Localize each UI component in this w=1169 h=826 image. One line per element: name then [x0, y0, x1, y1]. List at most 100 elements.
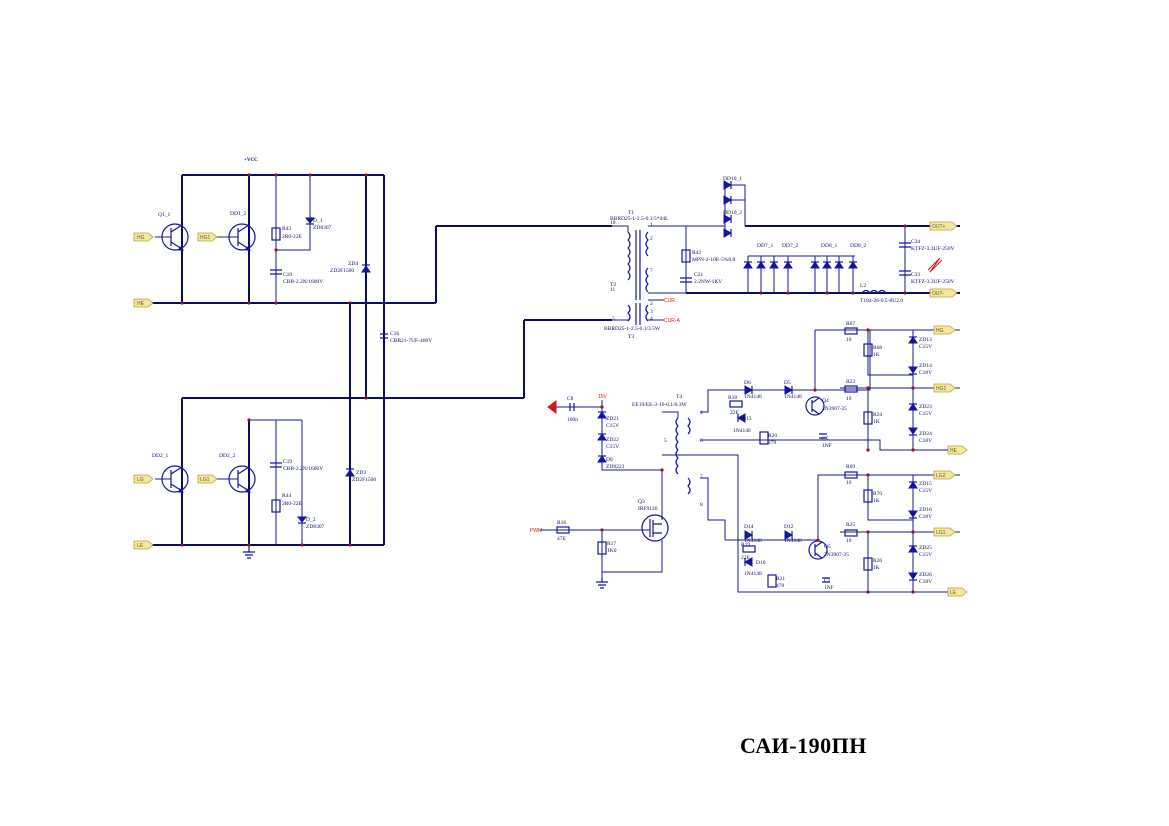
label-r17-value: 1K0 [607, 548, 617, 554]
label-d12: D12 [784, 524, 794, 530]
label-zd15-value: C15V [919, 488, 932, 494]
gate-driver [540, 400, 691, 589]
label-r26-value: 1K [873, 565, 880, 571]
label-t3: T3 [628, 334, 634, 340]
label-d1-value: ZD8307 [313, 225, 332, 231]
label-zd3: ZD3 [356, 470, 366, 476]
label-d10: D10 [756, 560, 766, 566]
label-r16-value: 47E [557, 536, 567, 542]
label-zd14-value: C18V [919, 370, 932, 376]
high-side-bridge [150, 173, 612, 545]
label-zd23: ZD23 [919, 404, 932, 410]
port-flags: HG HG1 HE LG LG1 LE OUT+ OUT- HG HG1 HE … [133, 221, 968, 597]
label-r70-value: 1K [873, 498, 880, 504]
label-c21: C21 [694, 272, 703, 278]
port-le2-text: LE [950, 590, 957, 596]
label-r18-value: 22E [730, 410, 740, 416]
label-r25-value: 10 [846, 538, 852, 544]
port-out-plus-text: OUT+ [932, 224, 946, 230]
label-zd4: ZD4 [348, 261, 358, 267]
pin-5b: 5 [664, 438, 667, 444]
label-q3: Q3 [638, 499, 645, 505]
label-d8: D8 [606, 457, 613, 463]
label-c34: C34 [911, 239, 920, 245]
label-q5-value: 2N3907-25 [824, 552, 849, 558]
label-r19-value: 22E [741, 555, 751, 561]
label-r70: R70 [873, 491, 882, 497]
label-c8: C8 [567, 396, 574, 402]
label-r42-value: MPN-2-10E-5%0.8 [692, 257, 735, 263]
label-c16-value: CBB21-7UF-400V [390, 338, 432, 344]
label-dd1-2: DD1_2 [230, 211, 246, 217]
label-r67: R67 [846, 321, 855, 327]
label-r69: R69 [846, 464, 855, 470]
label-dd8-1: DD8_1 [821, 243, 837, 249]
label-d2: D_2 [306, 517, 316, 523]
label-d5: D5 [784, 380, 791, 386]
label-c21-value: 2.2NW-1KV [694, 279, 722, 285]
pin-4b: 4 [700, 410, 703, 416]
label-r43-value: 2R0-22E [282, 234, 303, 240]
port-hg1-text: HG1 [200, 235, 211, 241]
low-gate-output [662, 454, 960, 594]
label-t2: T2 [610, 282, 616, 288]
pin-1: 1 [650, 222, 653, 228]
label-t1-value: BBRD25-1-2.5-0.1/5*44L [610, 216, 669, 222]
port-pwm-text: PWM [530, 528, 542, 534]
label-zd13-value: C15V [919, 344, 932, 350]
label-r21-value: 470 [776, 583, 785, 589]
pin-5: 5 [612, 316, 615, 322]
label-q1: Q1_1 [158, 212, 170, 218]
label-zd25-value: C15V [919, 552, 932, 558]
label-r16: R16 [557, 520, 566, 526]
label-r69-value: 10 [846, 480, 852, 486]
label-r20: R20 [768, 433, 777, 439]
page-title: САИ-190ПН [740, 733, 867, 758]
port-hg-mid-text: HG1 [936, 386, 947, 392]
label-l2: L2 [860, 283, 866, 289]
label-zd23-value: C15V [919, 411, 932, 417]
label-q4-value: 2N3907-25 [822, 406, 847, 412]
label-q5: Q5 [824, 544, 831, 550]
label-d13: D13 [742, 416, 752, 422]
label-c33: C33 [911, 272, 920, 278]
label-t3-value: BBRD25-1-2.5-0.1/3.5W [604, 326, 661, 332]
pin-11: 11 [610, 287, 616, 293]
label-t4: T4 [676, 394, 682, 400]
port-lg-mid-text: LG1 [936, 530, 946, 536]
port-lg1-text: LG1 [200, 477, 210, 483]
label-dd10-1: DD10_1 [723, 176, 742, 182]
label-zd21-value: C15V [606, 423, 619, 429]
label-dd8-2: DD8_2 [850, 243, 866, 249]
label-dd7-2: DD7_2 [782, 243, 798, 249]
port-lg-text: LG [137, 477, 144, 483]
pin-4: 4 [650, 316, 653, 322]
label-r17: R17 [607, 541, 616, 547]
label-dd2-1: DD2_1 [152, 453, 168, 459]
label-r21: R21 [776, 576, 785, 582]
label-zd26: ZD26 [919, 572, 932, 578]
label-zd15: ZD15 [919, 481, 932, 487]
label-r24: R24 [873, 412, 882, 418]
label-r44-value: 2R0-22E [282, 501, 303, 507]
pin-7: 7 [650, 268, 653, 274]
label-l2-value: T184-26-0.5-8U2.0 [860, 298, 903, 304]
label-dd10-2: DD10_2 [723, 210, 742, 216]
pin-6: 6 [700, 438, 703, 444]
label-d1: D_1 [313, 218, 323, 224]
label-zd26-value: C18V [919, 579, 932, 585]
label-zd25: ZD25 [919, 545, 932, 551]
label-c5: C5 [822, 436, 829, 442]
label-zd4-value: ZD2F1500 [330, 268, 354, 274]
label-dd2-2: DD2_2 [219, 453, 235, 459]
label-c33-value: KTFZ-3.3UF-250V [911, 279, 955, 285]
label-vcc: +VCC [244, 158, 258, 163]
label-zd14: ZD14 [919, 363, 932, 369]
pin-10: 10 [610, 220, 616, 226]
label-r23-value: 10 [846, 396, 852, 402]
label-r43: R43 [282, 226, 291, 232]
label-d14-value: 1N4148 [744, 538, 762, 544]
port-cur-a-text: CUR-A [664, 318, 680, 324]
label-c1: C1 [824, 578, 831, 584]
